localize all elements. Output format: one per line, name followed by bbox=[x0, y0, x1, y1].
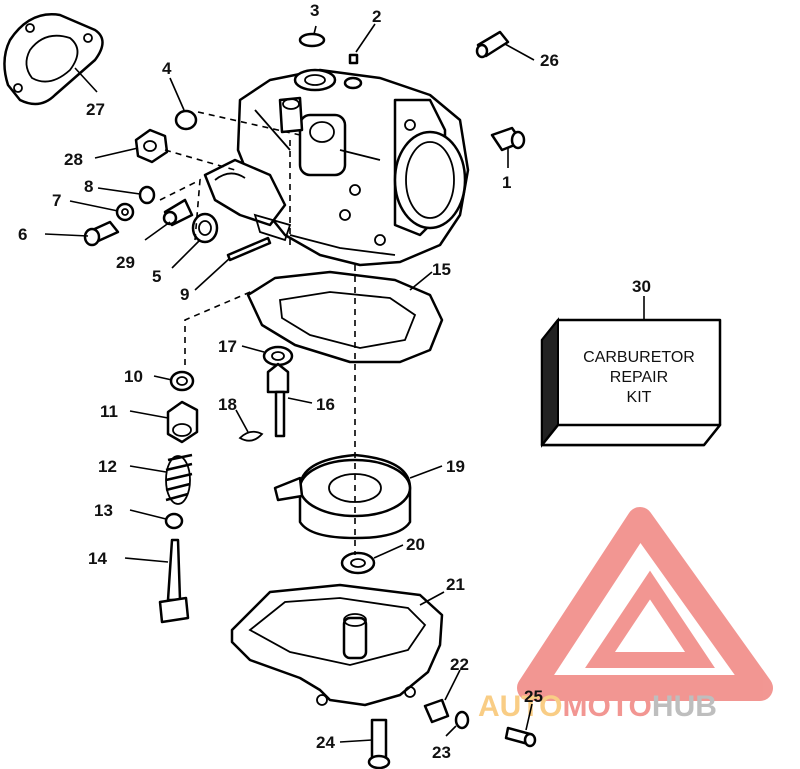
callout-29: 29 bbox=[116, 253, 135, 272]
callout-21: 21 bbox=[446, 575, 465, 594]
callout-7: 7 bbox=[52, 191, 61, 210]
part-11-nut bbox=[166, 400, 199, 444]
callout-12: 12 bbox=[98, 457, 117, 476]
part-1-screw bbox=[490, 126, 526, 152]
callout-17: 17 bbox=[218, 337, 237, 356]
callout-19: 19 bbox=[446, 457, 465, 476]
alignment-lines bbox=[159, 111, 356, 555]
kit-label-line1: CARBURETOR bbox=[583, 349, 695, 366]
kit-label-line2: REPAIR bbox=[610, 369, 668, 386]
part-18-clip bbox=[238, 430, 264, 442]
callout-23: 23 bbox=[432, 743, 451, 762]
part-16-needle-seat bbox=[266, 362, 290, 438]
callout-22: 22 bbox=[450, 655, 469, 674]
callout-11: 11 bbox=[100, 402, 118, 421]
callout-20: 20 bbox=[406, 535, 425, 554]
part-20-grommet bbox=[340, 551, 376, 575]
callout-30: 30 bbox=[632, 277, 651, 296]
part-24-bolt bbox=[367, 718, 391, 769]
part-21-float-bowl bbox=[230, 583, 444, 707]
part-28-nut bbox=[134, 128, 169, 164]
part-15-gasket bbox=[246, 270, 444, 364]
part-29-fitting bbox=[162, 198, 194, 227]
callout-24: 24 bbox=[316, 733, 335, 752]
callout-27: 27 bbox=[86, 100, 105, 119]
watermark-word-moto: MOTO bbox=[562, 690, 651, 723]
callout-25: 25 bbox=[524, 687, 543, 706]
callout-15: 15 bbox=[432, 260, 451, 279]
callout-2: 2 bbox=[372, 7, 381, 26]
part-27-gasket bbox=[3, 13, 104, 106]
part-10-washer bbox=[169, 370, 195, 392]
callout-3: 3 bbox=[310, 1, 319, 20]
part-25-screw bbox=[504, 726, 537, 748]
callout-28: 28 bbox=[64, 150, 83, 169]
part-7-washer bbox=[115, 202, 135, 222]
callout-8: 8 bbox=[84, 177, 93, 196]
watermark-word-hub: HUB bbox=[652, 690, 717, 723]
callout-18: 18 bbox=[218, 395, 237, 414]
callout-14: 14 bbox=[88, 549, 107, 568]
part-2-screw bbox=[343, 53, 363, 90]
watermark-text: AUTOMOTOHUB bbox=[478, 690, 717, 723]
callout-16: 16 bbox=[316, 395, 335, 414]
part-19-float bbox=[273, 453, 412, 540]
part-26-fitting bbox=[475, 30, 510, 59]
part-4-plug bbox=[174, 109, 198, 131]
callout-5: 5 bbox=[152, 267, 161, 286]
carburetor-body-upper bbox=[203, 68, 470, 267]
part-23-washer bbox=[454, 710, 470, 730]
watermark-word-auto: AUTO bbox=[478, 690, 562, 723]
callout-numbers: 1 2 3 4 5 6 7 8 9 10 11 12 13 14 15 16 1… bbox=[18, 1, 651, 762]
part-13-washer bbox=[164, 512, 184, 530]
part-17-washer bbox=[262, 345, 294, 367]
callout-4: 4 bbox=[162, 59, 172, 78]
callout-10: 10 bbox=[124, 367, 143, 386]
part-6-screw bbox=[83, 220, 120, 247]
leader-lines bbox=[44, 23, 645, 743]
part-12-spring bbox=[165, 453, 193, 505]
callout-26: 26 bbox=[540, 51, 559, 70]
callout-9: 9 bbox=[180, 285, 189, 304]
part-9-pin bbox=[226, 236, 272, 262]
part-3-plug bbox=[298, 32, 326, 48]
part-30-repair-kit-box: CARBURETOR REPAIR KIT bbox=[540, 317, 722, 448]
callout-6: 6 bbox=[18, 225, 27, 244]
part-8-washer bbox=[138, 185, 156, 205]
part-5-washer bbox=[191, 212, 219, 244]
callout-1: 1 bbox=[502, 173, 511, 192]
part-14-needle bbox=[158, 538, 190, 624]
watermark-logo: AUTOMOTOHUB bbox=[478, 507, 773, 723]
callout-13: 13 bbox=[94, 501, 113, 520]
part-22-screw bbox=[423, 698, 450, 724]
kit-label-line3: KIT bbox=[627, 389, 652, 406]
